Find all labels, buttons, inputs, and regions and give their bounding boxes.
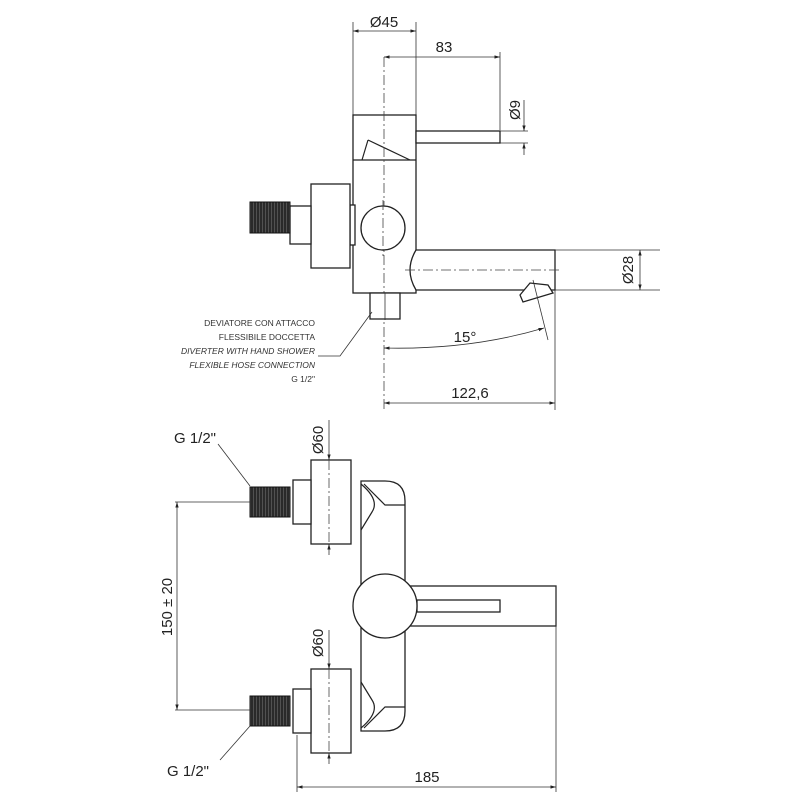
inlet-thread-bottom [249,695,291,727]
nut [289,205,312,245]
spout-diameter-label: Ø28 [620,256,637,284]
svg-text:Ø60: Ø60 [310,629,327,657]
lever-diameter-label: Ø9 [507,100,524,120]
svg-text:FLEXIBLE HOSE CONNECTION: FLEXIBLE HOSE CONNECTION [189,360,315,370]
dimension-total-depth: 185 [296,586,557,792]
thread-label-bottom: G 1/2" [167,725,251,780]
mixer-body [352,114,417,294]
dimension-flange-top: Ø60 [310,420,331,555]
svg-text:G 1/2": G 1/2" [291,374,315,384]
dimension-spout-projection: 122,6 [384,290,556,410]
spout [404,585,557,627]
svg-text:G 1/2": G 1/2" [174,430,216,447]
dimension-spout-diameter: Ø28 [555,249,660,291]
dimension-centres: 150 ± 20 [159,501,250,711]
spout-projection-label: 122,6 [451,385,489,402]
front-view: Ø60 Ø60 150 ± 20 185 G 1/2" [159,420,557,792]
handle [352,573,418,639]
body-diameter-label: Ø45 [370,14,398,31]
svg-text:FLESSIBILE DOCCETTA: FLESSIBILE DOCCETTA [219,332,316,342]
dimension-body-diameter: Ø45 [352,14,417,115]
lever [416,599,501,613]
svg-text:DIVERTER WITH HAND SHOWER: DIVERTER WITH HAND SHOWER [181,346,315,356]
nut-bottom [292,688,312,734]
dimension-lever-length: 83 [384,39,501,130]
flange-top [310,459,352,545]
thread-label-top: G 1/2" [174,430,251,487]
svg-text:Ø60: Ø60 [310,426,327,454]
svg-text:150 ± 20: 150 ± 20 [159,578,176,636]
side-view: Ø45 83 Ø9 [181,14,660,410]
lever [415,130,501,144]
dimension-spout-angle: 15° [383,279,549,350]
inlet-thread-top [249,486,291,518]
svg-text:DEVIATORE CON ATTACCO: DEVIATORE CON ATTACCO [204,318,315,328]
diverter-note: DEVIATORE CON ATTACCO FLESSIBILE DOCCETT… [181,311,373,384]
handle-cap [361,139,411,161]
dimension-lever-diameter: Ø9 [500,100,528,155]
lever-length-label: 83 [436,39,453,56]
nut-top [292,479,312,525]
flange-bottom [310,668,352,754]
flange [310,183,351,269]
spout-angle-label: 15° [454,329,477,346]
inlet-thread [249,201,291,234]
svg-text:G 1/2": G 1/2" [167,763,209,780]
svg-text:185: 185 [414,769,439,786]
dimension-flange-bottom: Ø60 [310,629,331,764]
